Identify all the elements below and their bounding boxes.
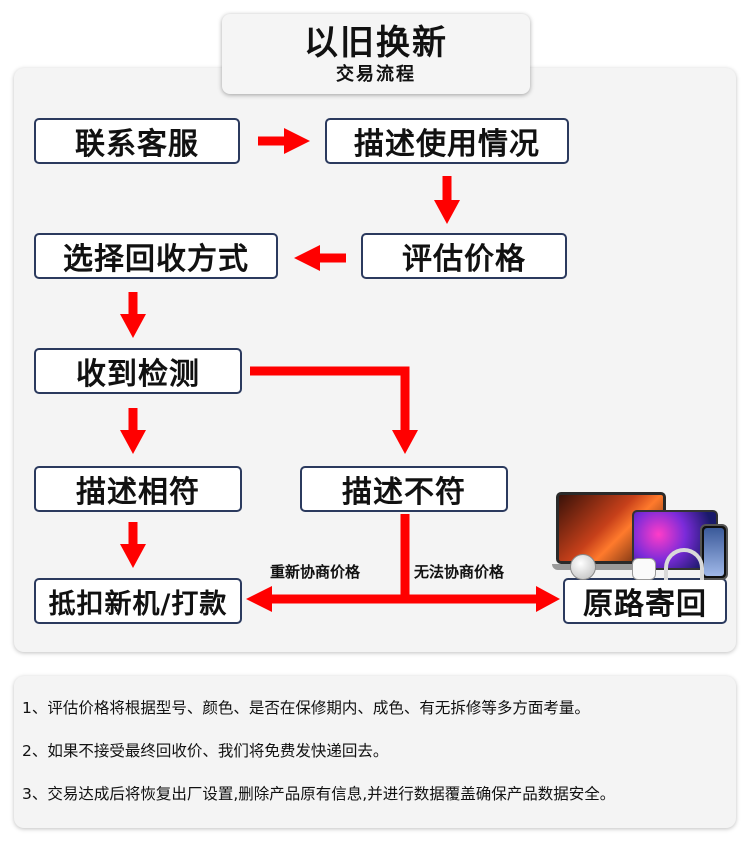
arrow-choose-to-receive [120,292,146,338]
laptop-base [552,564,672,570]
label-cannot-negotiate: 无法协商价格 [412,562,507,582]
node-contact-service: 联系客服 [34,118,240,164]
headphones-icon [664,548,704,580]
phone-icon [700,524,728,580]
arrow-evaluate-to-choose [294,245,346,271]
node-matches: 描述相符 [34,466,242,512]
note-item: 2、如果不接受最终回收价、我们将免费发快递回去。 [22,742,389,760]
node-return-original: 原路寄回 [563,578,727,624]
node-describe-condition: 描述使用情况 [325,118,569,164]
speaker-icon [570,554,596,580]
label-renegotiate: 重新协商价格 [268,562,363,582]
page-subtitle: 交易流程 [336,64,416,85]
notes-panel: 1、评估价格将根据型号、颜色、是否在保修期内、成色、有无拆修等多方面考量。 2、… [14,676,736,828]
arrow-describe-to-evaluate [434,176,460,224]
arrow-matches-to-deduct [120,522,146,568]
node-receive-inspect: 收到检测 [34,348,242,394]
arrow-mismatch-split [246,514,560,612]
arrow-contact-to-describe [258,128,310,154]
node-deduct-pay: 抵扣新机/打款 [34,578,242,624]
node-evaluate-price: 评估价格 [361,233,567,279]
header-card: 以旧换新 交易流程 [222,14,530,94]
devices-illustration [552,492,732,584]
earbuds-icon [632,558,656,580]
arrow-receive-to-mismatch [250,366,418,454]
laptop-icon [556,492,666,564]
note-item: 3、交易达成后将恢复出厂设置,删除产品原有信息,并进行数据覆盖确保产品数据安全。 [22,785,616,803]
node-mismatch: 描述不符 [300,466,508,512]
note-item: 1、评估价格将根据型号、颜色、是否在保修期内、成色、有无拆修等多方面考量。 [22,699,590,717]
arrow-receive-to-matches [120,408,146,454]
node-choose-method: 选择回收方式 [34,233,278,279]
page-title: 以旧换新 [304,23,448,63]
